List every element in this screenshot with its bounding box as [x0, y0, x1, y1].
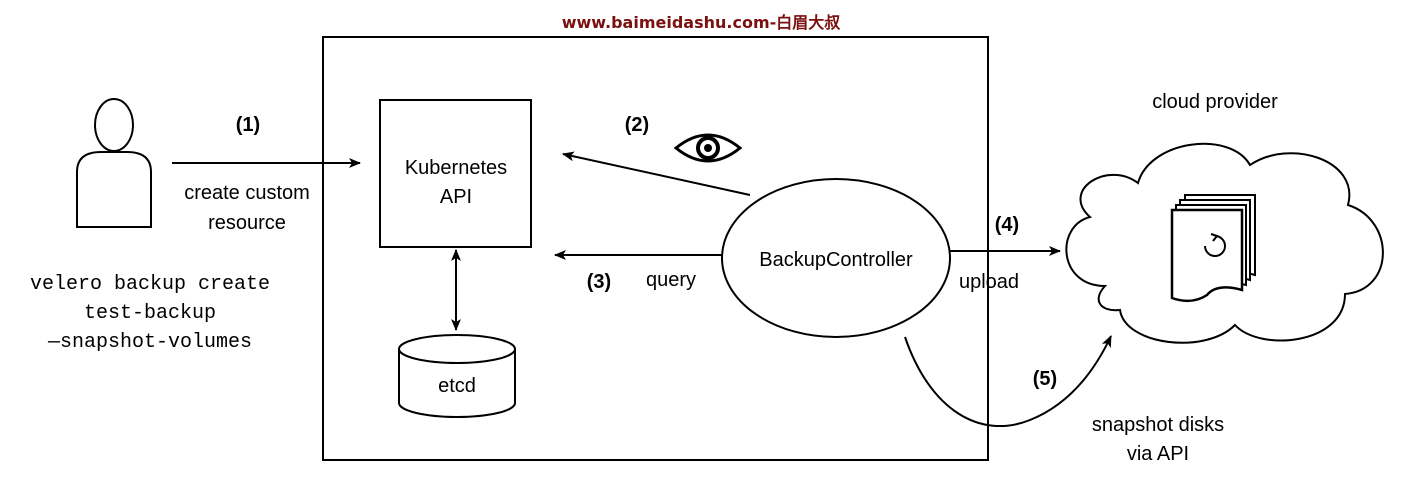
disk-stack-icon: [1170, 194, 1256, 303]
etcd-label: etcd: [438, 375, 476, 397]
cli-command-line-3: —snapshot-volumes: [47, 331, 252, 354]
snapshot-label-line-2: via API: [1127, 443, 1189, 465]
snapshot-arrow: [904, 335, 1112, 428]
step-4-label: (4): [995, 214, 1019, 236]
query-label: query: [646, 269, 696, 291]
backup-controller-node: [721, 178, 951, 338]
etcd-node: [398, 334, 516, 418]
kubernetes-api-node: [379, 99, 532, 248]
create-label-line-1: create custom: [184, 182, 310, 204]
eye-icon: [673, 133, 743, 163]
step-2-label: (2): [625, 114, 649, 136]
step-3-label: (3): [587, 271, 611, 293]
backup-controller-label: BackupController: [759, 249, 913, 271]
kubernetes-api-label-line-2: API: [440, 186, 472, 208]
cloud-provider-label: cloud provider: [1152, 91, 1278, 113]
person-icon: [76, 98, 152, 228]
watermark-text: www.baimeidashu.com-白眉大叔: [562, 13, 842, 32]
create-label-line-2: resource: [208, 212, 286, 234]
cli-command-line-1: velero backup create: [30, 273, 270, 296]
cli-command-line-2: test-backup: [84, 302, 216, 325]
snapshot-label-line-1: snapshot disks: [1092, 414, 1224, 436]
step-1-label: (1): [236, 114, 260, 136]
kubernetes-api-label-line-1: Kubernetes: [405, 157, 507, 179]
watch-arrow: [562, 151, 751, 196]
upload-label: upload: [959, 271, 1019, 293]
step-5-label: (5): [1033, 368, 1057, 390]
